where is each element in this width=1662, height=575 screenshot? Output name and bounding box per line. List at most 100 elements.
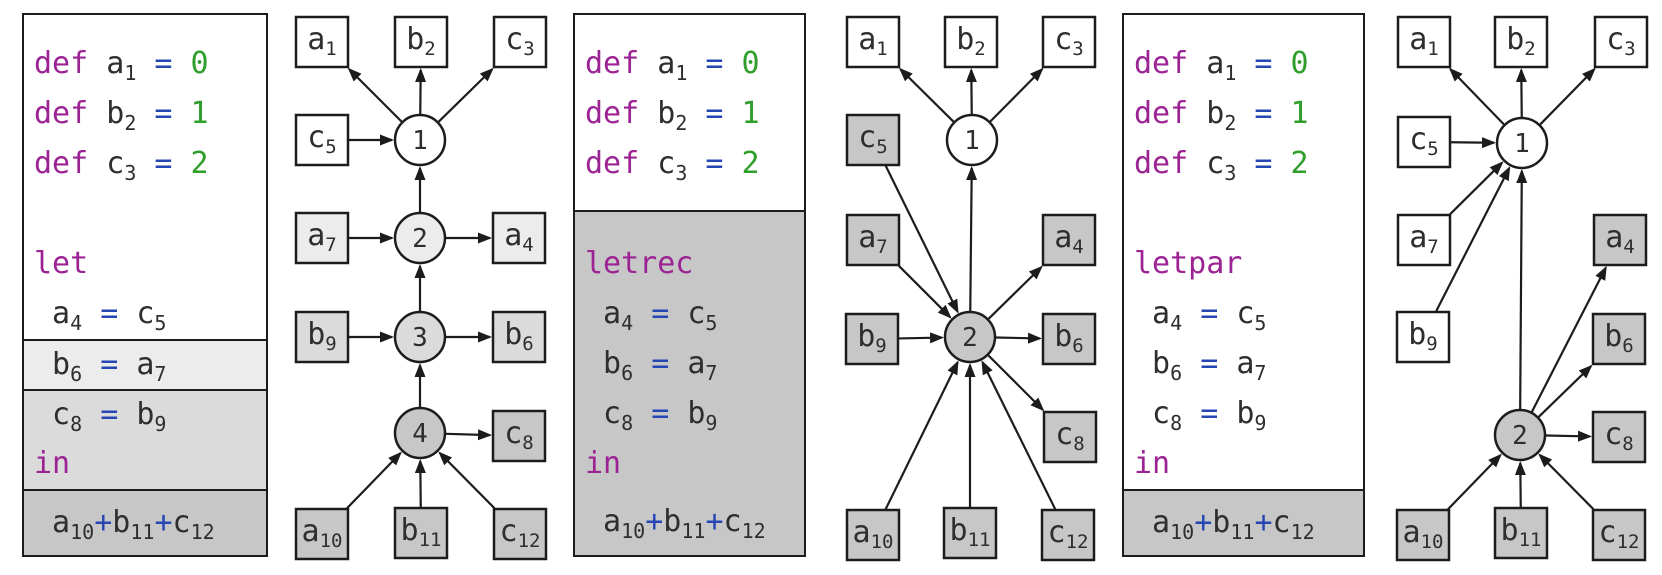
code-spacer bbox=[1124, 189, 1363, 239]
code-token: = bbox=[1182, 296, 1237, 331]
identifier-label: c12 bbox=[1048, 515, 1089, 554]
code-token: 1 bbox=[1290, 96, 1309, 131]
identifier-label: b2 bbox=[1506, 22, 1536, 61]
g2-ref-box-a7 bbox=[845, 213, 901, 267]
code-token: def bbox=[585, 146, 658, 181]
code-token: + bbox=[1194, 505, 1213, 540]
code-subscript: 3 bbox=[1224, 161, 1237, 185]
edge-c12-to-s2 bbox=[981, 360, 1057, 510]
code-subscript: 1 bbox=[1224, 61, 1237, 85]
g3-ref-box-c5 bbox=[1396, 115, 1452, 169]
code-token: 2 bbox=[190, 146, 209, 181]
code-subscript: 7 bbox=[154, 362, 167, 386]
code-token: c bbox=[106, 146, 125, 181]
identifier-label: b11 bbox=[401, 513, 442, 552]
g2-scope-node-s2 bbox=[943, 310, 997, 364]
code-subscript: 5 bbox=[705, 311, 718, 335]
code-subscript: 1 bbox=[124, 61, 137, 85]
g1-scope-node-s3 bbox=[393, 310, 447, 364]
code-token: a bbox=[1236, 346, 1255, 381]
identifier-label: b9 bbox=[307, 317, 337, 356]
code-line: letpar bbox=[1124, 239, 1363, 289]
code-token: + bbox=[1254, 505, 1273, 540]
code-token: def bbox=[34, 146, 107, 181]
scope-number: 3 bbox=[412, 323, 428, 353]
code-token: a bbox=[1134, 296, 1171, 331]
code-subscript: 6 bbox=[621, 361, 634, 385]
code-token: 0 bbox=[741, 46, 760, 81]
edge-c12-to-s2 bbox=[1538, 453, 1595, 511]
code-token: = bbox=[1236, 96, 1291, 131]
identifier-label: b6 bbox=[1054, 319, 1084, 358]
code-token: c bbox=[687, 296, 706, 331]
code-token: c bbox=[657, 146, 676, 181]
code-token: c bbox=[172, 505, 191, 540]
code-token: c bbox=[34, 397, 71, 432]
code-subscript: 12 bbox=[741, 519, 766, 543]
scope-number: 2 bbox=[962, 323, 978, 353]
g2-decl-box-a4 bbox=[1041, 213, 1097, 267]
code-token: b bbox=[1212, 505, 1231, 540]
code-token: c bbox=[723, 504, 742, 539]
code-token: b bbox=[687, 396, 706, 431]
code-spacer bbox=[575, 210, 804, 239]
edge-s2-to-a4 bbox=[987, 265, 1043, 320]
code-subscript: 8 bbox=[621, 411, 634, 435]
edge-s2-to-b6 bbox=[995, 332, 1043, 344]
code-token: a bbox=[136, 347, 155, 382]
code-token: b bbox=[34, 347, 71, 382]
code-subscript: 5 bbox=[154, 311, 167, 335]
identifier-label: a4 bbox=[504, 218, 534, 257]
edge-s1-to-a1 bbox=[347, 67, 403, 123]
g1-ref-box-b9 bbox=[294, 310, 350, 364]
code-token: letpar bbox=[1134, 246, 1243, 281]
code-subscript: 10 bbox=[70, 520, 95, 544]
code-token: 1 bbox=[190, 96, 209, 131]
code-line: letrec bbox=[575, 239, 804, 289]
code-token: b bbox=[136, 397, 155, 432]
identifier-label: b6 bbox=[504, 317, 534, 356]
edge-s2-to-c8 bbox=[1545, 430, 1593, 442]
code-token: + bbox=[154, 505, 173, 540]
code-token: a bbox=[1206, 46, 1225, 81]
code-token: 1 bbox=[741, 96, 760, 131]
code-token: = bbox=[1236, 46, 1291, 81]
code-token: = bbox=[1182, 346, 1237, 381]
code-subscript: 3 bbox=[124, 161, 137, 185]
code-subscript: 10 bbox=[1170, 520, 1195, 544]
code-token: a bbox=[34, 296, 71, 331]
identifier-label: c3 bbox=[1606, 22, 1636, 61]
code-token: = bbox=[82, 397, 137, 432]
code-line: in bbox=[575, 439, 804, 489]
code-token: def bbox=[1134, 46, 1207, 81]
code-subscript: 11 bbox=[1230, 520, 1255, 544]
code-token: a bbox=[106, 46, 125, 81]
g2-decl-box-c3 bbox=[1041, 15, 1097, 69]
g1-scope-node-s1 bbox=[393, 113, 447, 167]
identifier-label: c5 bbox=[1409, 122, 1439, 161]
edge-s2-to-s1 bbox=[966, 165, 978, 312]
identifier-label: b2 bbox=[406, 22, 436, 61]
identifier-label: a7 bbox=[1409, 220, 1439, 259]
code-token: in bbox=[34, 446, 71, 481]
identifier-label: a1 bbox=[307, 22, 337, 61]
edge-s4-to-c8 bbox=[445, 429, 493, 441]
code-token: def bbox=[1134, 146, 1207, 181]
identifier-label: a7 bbox=[858, 220, 888, 259]
g1-decl-box-b2 bbox=[393, 15, 449, 69]
identifier-label: b2 bbox=[956, 22, 986, 61]
code-token: 0 bbox=[190, 46, 209, 81]
code-subscript: 3 bbox=[675, 161, 688, 185]
edge-s2-to-b6 bbox=[1537, 364, 1593, 418]
code-token: = bbox=[633, 346, 688, 381]
